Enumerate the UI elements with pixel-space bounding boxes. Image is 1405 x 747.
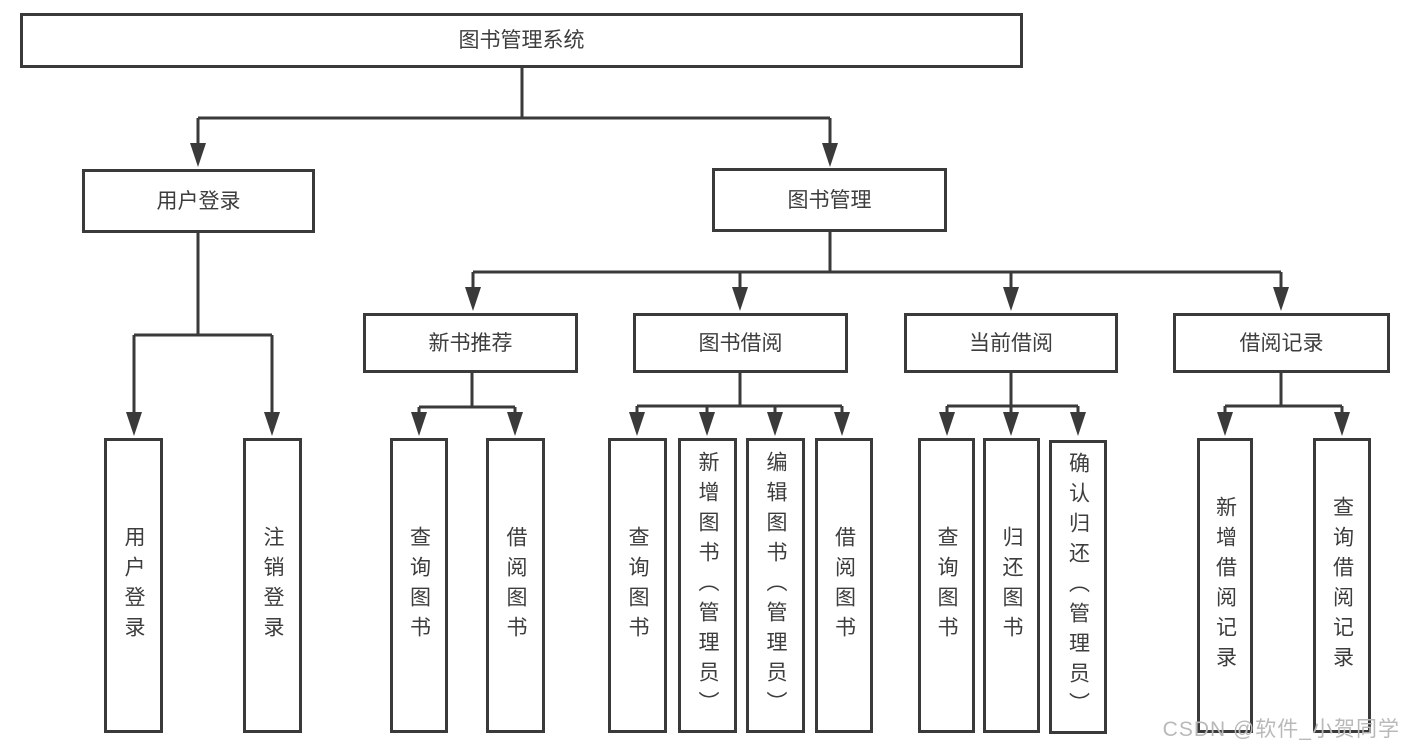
node-label: 用户登录 xyxy=(156,189,241,213)
node-label: 归还图书 xyxy=(1000,525,1023,646)
connector-borrow-records-to-leaves xyxy=(1223,373,1344,416)
node-label: 新增图书（管理员） xyxy=(696,450,719,721)
connector-user-login-to-leaves xyxy=(132,233,274,416)
node-label: 编辑图书（管理员） xyxy=(764,450,787,721)
node-label: 图书借阅 xyxy=(698,331,783,355)
connector-book-mgmt-to-level3 xyxy=(471,232,1283,291)
leaf-bb-add-books-admin: 新增图书（管理员） xyxy=(678,438,737,733)
node-book-borrowing: 图书借阅 xyxy=(633,313,848,373)
csdn-watermark: CSDN @软件_小贺同学 xyxy=(1162,718,1400,741)
node-borrowing-records: 借阅记录 xyxy=(1173,313,1390,373)
node-new-book-recommend: 新书推荐 xyxy=(363,313,578,373)
leaf-cb-confirm-return-admin: 确认归还（管理员） xyxy=(1049,440,1107,734)
leaf-nb-borrow-books: 借阅图书 xyxy=(486,438,545,733)
node-label: 注销登录 xyxy=(261,525,284,646)
leaf-br-add-record: 新增借阅记录 xyxy=(1197,438,1253,733)
leaf-br-query-record: 查询借阅记录 xyxy=(1313,438,1371,733)
connector-current-borrow-to-leaves xyxy=(945,373,1080,416)
connector-book-borrow-to-leaves xyxy=(635,373,844,416)
node-label: 确认归还（管理员） xyxy=(1066,452,1090,722)
node-label: 新增借阅记录 xyxy=(1213,495,1237,676)
node-label: 查询借阅记录 xyxy=(1330,495,1354,676)
node-user-login-branch: 用户登录 xyxy=(82,169,315,233)
node-label: 借阅图书 xyxy=(504,525,527,646)
leaf-logout: 注销登录 xyxy=(243,438,302,733)
node-label: 用户登录 xyxy=(122,525,145,646)
node-label: 查询图书 xyxy=(407,525,431,646)
node-label: 查询图书 xyxy=(626,525,649,646)
leaf-cb-return-books: 归还图书 xyxy=(983,438,1040,733)
leaf-nb-query-books: 查询图书 xyxy=(390,438,448,733)
node-current-borrowing: 当前借阅 xyxy=(904,313,1118,373)
leaf-bb-query-books: 查询图书 xyxy=(608,438,667,733)
node-label: 图书管理系统 xyxy=(458,29,585,52)
node-label: 借阅图书 xyxy=(832,525,856,646)
node-book-management-system: 图书管理系统 xyxy=(20,13,1023,68)
leaf-cb-query-books: 查询图书 xyxy=(918,438,975,733)
connector-new-book-to-leaves xyxy=(417,373,517,416)
node-label: 当前借阅 xyxy=(969,331,1053,355)
node-label: 新书推荐 xyxy=(428,331,513,355)
leaf-user-login: 用户登录 xyxy=(104,438,163,733)
node-label: 借阅记录 xyxy=(1239,331,1324,355)
leaf-bb-edit-books-admin: 编辑图书（管理员） xyxy=(746,438,805,733)
connector-root-to-level2 xyxy=(196,68,832,147)
node-book-management: 图书管理 xyxy=(712,168,947,232)
leaf-bb-borrow-books: 借阅图书 xyxy=(815,438,873,733)
node-label: 查询图书 xyxy=(935,525,958,646)
node-label: 图书管理 xyxy=(787,188,872,212)
arrowheads xyxy=(126,143,1350,436)
